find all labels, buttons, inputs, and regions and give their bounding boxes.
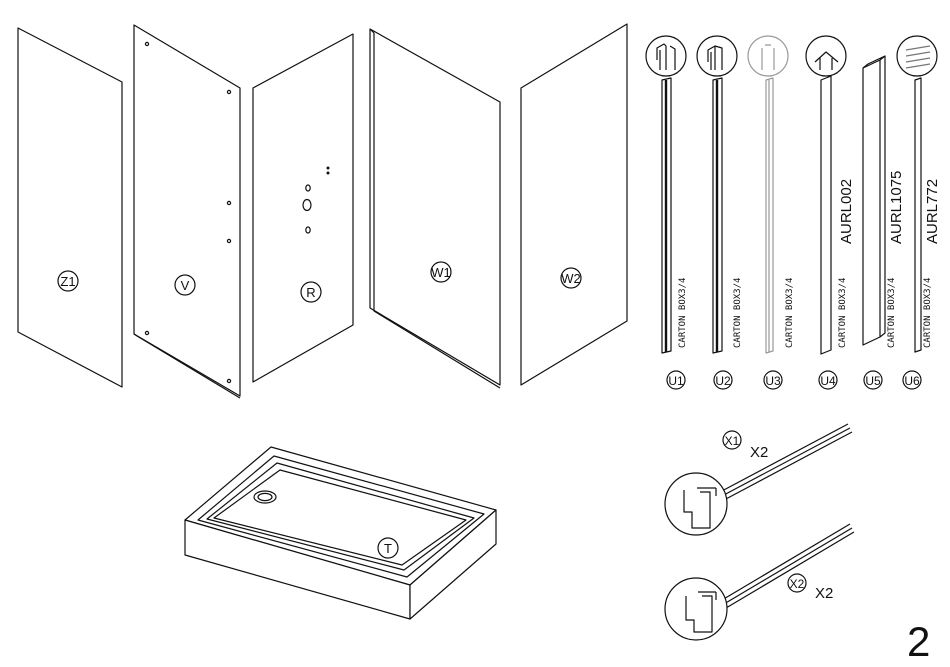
panel-v bbox=[134, 25, 240, 398]
seal-x1 bbox=[665, 424, 852, 535]
panel-r bbox=[253, 34, 353, 382]
panel-r-label: R bbox=[306, 285, 315, 300]
panel-v-label: V bbox=[181, 278, 190, 293]
profile-u2 bbox=[697, 36, 737, 389]
panel-z1 bbox=[18, 28, 122, 387]
page-number: 2 bbox=[907, 618, 930, 665]
seal-x2-label: X2 bbox=[790, 577, 805, 591]
profile-u3 bbox=[748, 36, 788, 389]
shower-tray bbox=[185, 447, 496, 619]
panel-w1 bbox=[370, 29, 500, 388]
profile-u4-code: AURL002 bbox=[838, 179, 855, 244]
panel-w2-label: W2 bbox=[561, 271, 581, 286]
profile-u6-carton: CARTON BOX3/4 bbox=[923, 278, 933, 348]
seal-x1-label: X1 bbox=[725, 434, 740, 448]
profile-u3-carton: CARTON BOX3/4 bbox=[785, 278, 795, 348]
profile-u5-carton: CARTON BOX3/4 bbox=[887, 278, 897, 348]
profile-u2-label: U2 bbox=[715, 374, 731, 388]
profile-u4-label: U4 bbox=[820, 374, 836, 388]
seal-x2-qty: X2 bbox=[815, 585, 833, 602]
profile-u2-carton: CARTON BOX3/4 bbox=[733, 278, 743, 348]
profile-u1-carton: CARTON BOX3/4 bbox=[678, 278, 688, 348]
panel-w2 bbox=[521, 24, 627, 385]
seal-x1-qty: X2 bbox=[750, 444, 768, 461]
profile-u5-code: AURL1075 bbox=[888, 171, 905, 244]
profile-u4-carton: CARTON BOX3/4 bbox=[838, 278, 848, 348]
panel-z1-label: Z1 bbox=[60, 274, 75, 289]
tray-label: T bbox=[384, 541, 392, 556]
profile-u6-code: AURL772 bbox=[924, 179, 941, 244]
profile-u5-label: U5 bbox=[865, 374, 881, 388]
profile-u6-label: U6 bbox=[904, 374, 920, 388]
seal-x2 bbox=[665, 524, 854, 640]
panel-w1-label: W1 bbox=[431, 265, 451, 280]
profile-u3-label: U3 bbox=[765, 374, 781, 388]
profile-u5 bbox=[863, 56, 885, 389]
profile-u1-label: U1 bbox=[668, 374, 684, 388]
